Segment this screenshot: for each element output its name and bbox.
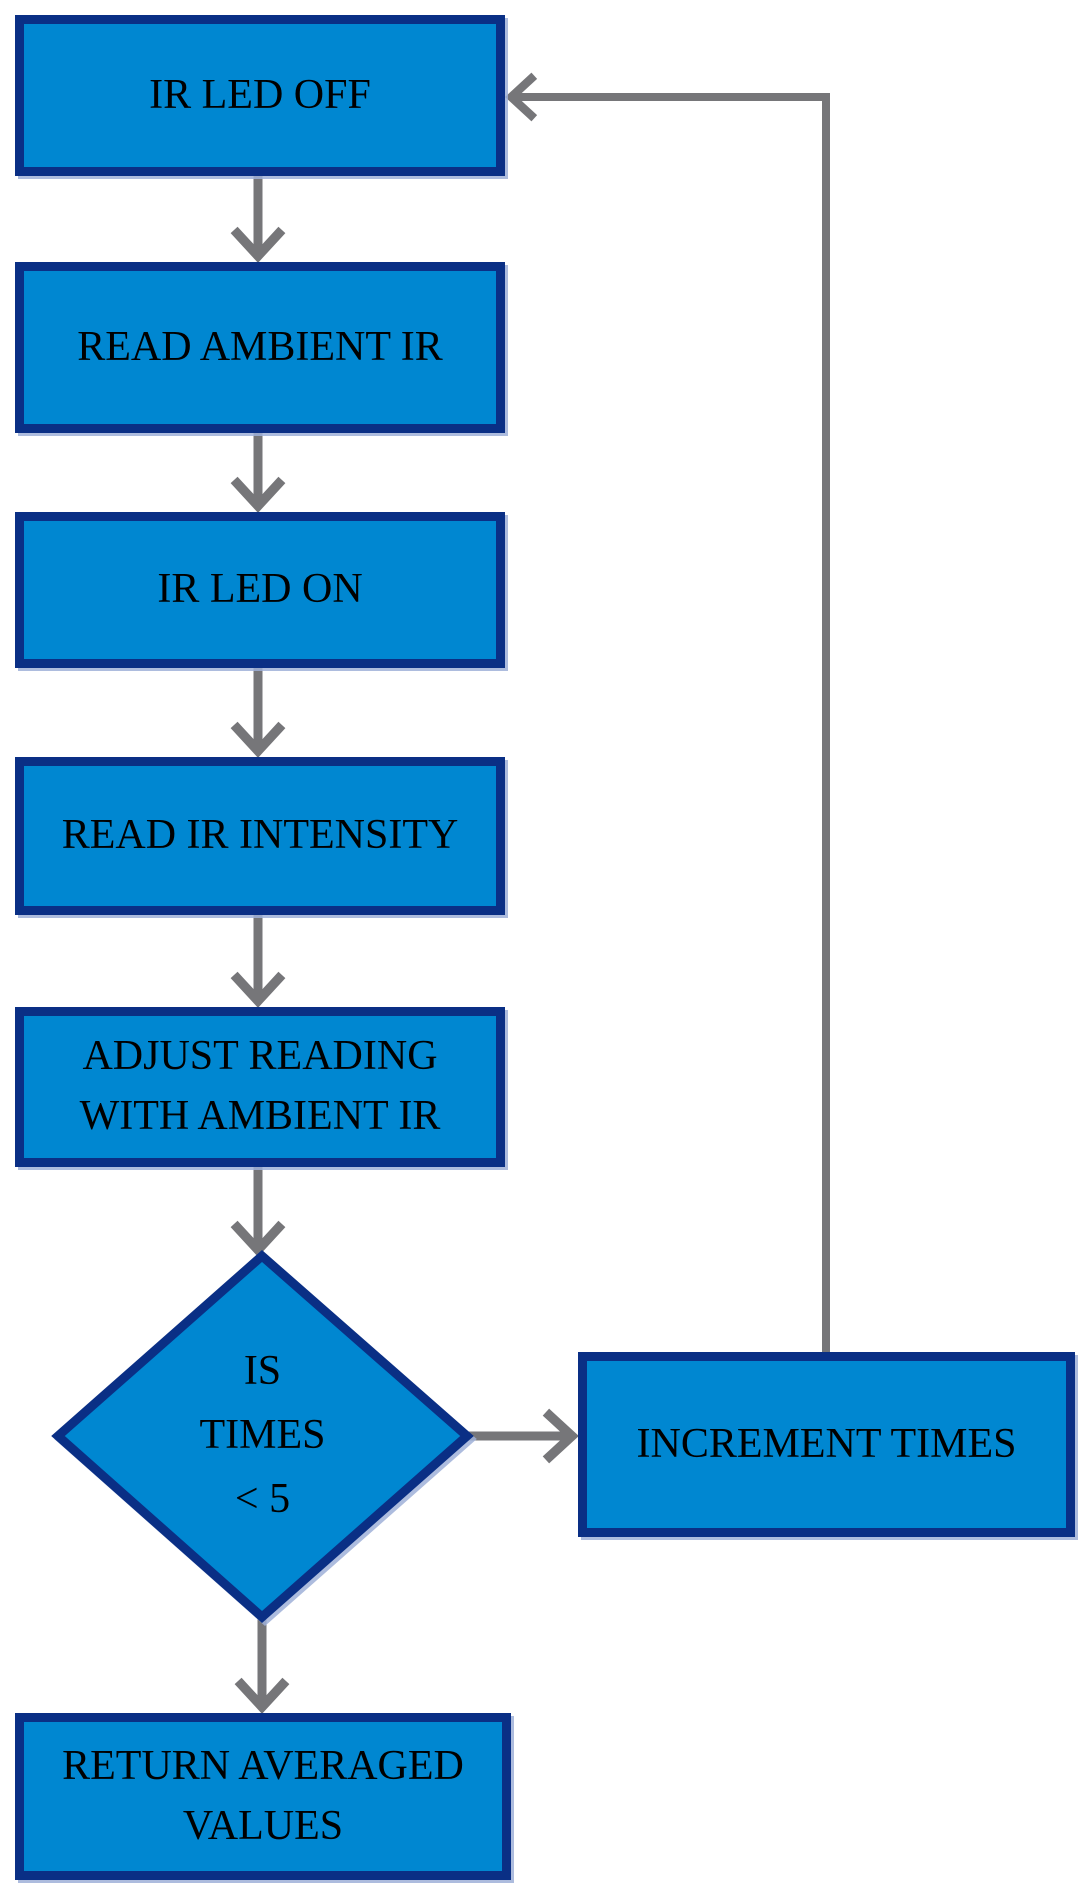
node-label: IR LED ON xyxy=(157,566,363,613)
node-ir-led-off: IR LED OFF xyxy=(15,15,505,176)
node-label: READ AMBIENT IR xyxy=(77,323,443,370)
node-label: ADJUST READING WITH AMBIENT IR xyxy=(79,1033,441,1139)
node-increment-times: INCREMENT TIMES xyxy=(578,1352,1075,1537)
node-label: INCREMENT TIMES xyxy=(636,1420,1017,1467)
node-is-times-lt-5 xyxy=(51,1250,474,1624)
node-read-ir-intensity: READ IR INTENSITY xyxy=(15,757,505,915)
node-label: IR LED OFF xyxy=(149,71,371,118)
node-label: READ IR INTENSITY xyxy=(61,812,459,859)
edge-increment-times-to-ir-led-off xyxy=(504,72,830,1352)
node-ir-led-on: IR LED ON xyxy=(15,512,505,668)
node-read-ambient-ir: READ AMBIENT IR xyxy=(15,262,505,433)
node-label: RETURN AVERAGED VALUES xyxy=(62,1742,464,1849)
node-return-averaged-values: RETURN AVERAGED VALUES xyxy=(15,1713,511,1880)
node-adjust-reading: ADJUST READING WITH AMBIENT IR xyxy=(15,1007,505,1167)
